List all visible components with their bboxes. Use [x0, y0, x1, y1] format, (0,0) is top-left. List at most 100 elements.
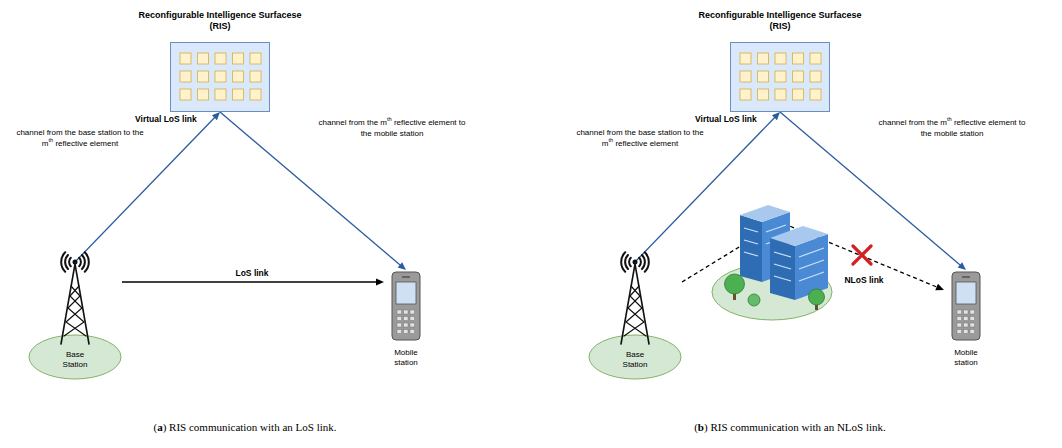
signal-wave: [65, 255, 68, 269]
arrowhead: [772, 112, 780, 120]
reflective-element: [793, 89, 804, 100]
phone-key: [404, 310, 409, 314]
connector: [122, 279, 384, 286]
station-label: Base Station: [613, 350, 657, 370]
arrowhead: [935, 284, 944, 290]
signal-wave: [639, 258, 641, 266]
reflective-element: [793, 53, 804, 64]
building-cluster: [712, 205, 832, 320]
reflective-element: [775, 71, 786, 82]
phone-body: [952, 272, 980, 340]
reflective-element: [215, 71, 226, 82]
ris-title: Reconfigurable Intelligence Surfacese (R…: [695, 6, 865, 32]
window-line: [799, 260, 824, 269]
arrowhead: [958, 262, 966, 270]
label-slot: channel from the base station to the mth…: [572, 128, 708, 150]
phone-key: [410, 323, 415, 327]
building-face: [770, 238, 795, 300]
connector-line: [75, 117, 215, 262]
link-label: Virtual LoS link: [693, 114, 759, 124]
phone-key: [397, 310, 402, 314]
mobile-phone-icon: [384, 270, 428, 342]
link-label: LoS link: [233, 268, 270, 278]
channel-note: channel from the base station to the mth…: [12, 128, 148, 150]
arrowhead: [212, 112, 220, 120]
panel-letter: b: [698, 421, 704, 433]
arrowhead: [398, 262, 406, 270]
phone-speaker: [402, 276, 410, 277]
phone-key: [970, 330, 975, 334]
building-windows: [774, 248, 824, 281]
phone-key: [957, 323, 962, 327]
tower-brace: [626, 286, 646, 336]
ris-frame: [171, 43, 270, 112]
ris-frame: [731, 43, 830, 112]
signal-wave: [85, 252, 89, 272]
phone-key: [410, 310, 415, 314]
building-roof: [740, 205, 790, 222]
signal-wave: [645, 252, 649, 272]
channel-note: channel from the mth reflective element …: [876, 118, 1028, 140]
reflective-element: [215, 89, 226, 100]
base-station-ground: [589, 335, 681, 379]
phone-key: [404, 323, 409, 327]
signal-wave: [82, 255, 85, 269]
reflective-element: [775, 89, 786, 100]
panel-caption: (a) RIS communication with an LoS link.: [95, 421, 395, 433]
phone-key: [410, 330, 415, 334]
window-line: [799, 272, 824, 281]
window-line: [766, 225, 786, 232]
blocked-mark: [853, 246, 871, 264]
signal-wave: [642, 255, 645, 269]
label-slot: NLoS link: [842, 275, 885, 285]
signal-wave: [79, 258, 81, 266]
phone-speaker: [962, 276, 970, 277]
reflective-element: [810, 71, 821, 82]
tower-brace: [66, 286, 86, 336]
reflective-element: [810, 89, 821, 100]
reflective-element: [233, 89, 244, 100]
reflective-element: [198, 71, 209, 82]
panel-letter: a: [157, 421, 163, 433]
label-slot: channel from the mth reflective element …: [316, 118, 468, 140]
reflective-element: [740, 89, 751, 100]
link-label: NLoS link: [842, 275, 885, 285]
phone-key: [957, 310, 962, 314]
phone-key: [404, 317, 409, 321]
tower-leg: [75, 264, 89, 344]
tower-brace: [64, 286, 84, 336]
reflective-element: [233, 53, 244, 64]
tower-frame: [61, 252, 89, 344]
mobile-station-node: Mobile station: [944, 270, 988, 374]
base-station-node: Base Station: [28, 262, 122, 384]
phone-key: [964, 330, 969, 334]
arrowhead: [376, 279, 384, 286]
reflective-element: [740, 53, 751, 64]
tower-brace: [624, 286, 644, 336]
phone-key: [964, 323, 969, 327]
phone-key: [964, 310, 969, 314]
label-slot: Virtual LoS link: [693, 114, 759, 124]
reflective-element: [250, 53, 261, 64]
phone-key: [957, 317, 962, 321]
phone-key: [970, 323, 975, 327]
antenna-tip: [633, 260, 638, 265]
ris-panel: [730, 42, 830, 112]
reflective-element: [180, 71, 191, 82]
label-slot: channel from the mth reflective element …: [876, 118, 1028, 140]
reflective-element: [793, 71, 804, 82]
reflective-element: [758, 53, 769, 64]
link-label: Virtual LoS link: [133, 114, 199, 124]
station-label: Mobile station: [944, 348, 988, 368]
phone-key: [970, 317, 975, 321]
superscript: th: [49, 137, 54, 143]
reflective-element: [758, 89, 769, 100]
reflective-element: [198, 53, 209, 64]
connector-line: [122, 281, 377, 282]
panel-caption: (b) RIS communication with an NLoS link.: [640, 421, 940, 433]
phone-key: [397, 330, 402, 334]
mobile-station-node: Mobile station: [384, 270, 428, 374]
label-slot: channel from the base station to the mth…: [12, 128, 148, 150]
